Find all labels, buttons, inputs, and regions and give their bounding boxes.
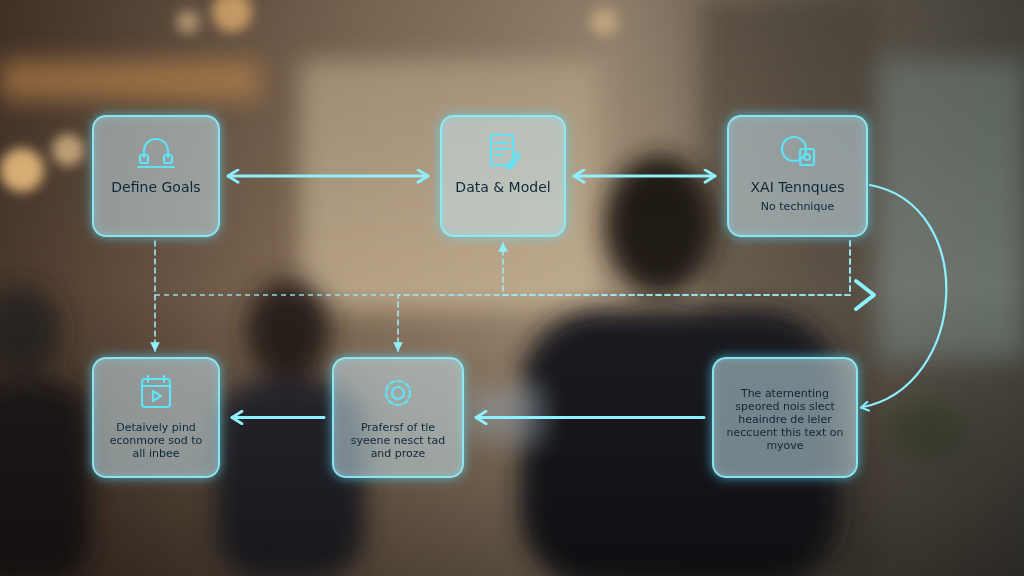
- flow-arrow: [476, 416, 704, 419]
- process-box: The aternenting speored nois slect heain…: [712, 357, 858, 478]
- search-icon: [776, 131, 820, 171]
- gear-icon: [376, 373, 420, 413]
- flow-arrow: [574, 175, 715, 178]
- process-box: Prafersf of tle syeene nesct tad and pro…: [332, 357, 464, 478]
- process-box: Data & Model: [440, 115, 566, 237]
- dashed-connector: [503, 241, 850, 295]
- process-box: Detaively pind econmore sod to all inbee: [92, 357, 220, 478]
- box-sublabel: No technique: [761, 200, 834, 213]
- flow-arrow: [228, 175, 428, 178]
- process-box: XAI Tennques No technique: [727, 115, 868, 237]
- box-label: Define Goals: [111, 179, 200, 196]
- box-label: Prafersf of tle syeene nesct tad and pro…: [342, 421, 454, 461]
- box-label: Data & Model: [455, 179, 550, 196]
- dashed-connector: [398, 241, 850, 351]
- flow-arrow: [861, 185, 946, 408]
- box-label: XAI Tennques: [751, 179, 845, 196]
- process-box: Define Goals: [92, 115, 220, 237]
- box-label: The aternenting speored nois slect heain…: [722, 387, 848, 453]
- box-label: Detaively pind econmore sod to all inbee: [102, 421, 210, 461]
- headset-icon: [134, 131, 178, 171]
- calendar-icon: [134, 373, 178, 413]
- doc-icon: [481, 131, 525, 171]
- dashed-connector: [154, 241, 156, 351]
- flow-arrow: [232, 416, 324, 419]
